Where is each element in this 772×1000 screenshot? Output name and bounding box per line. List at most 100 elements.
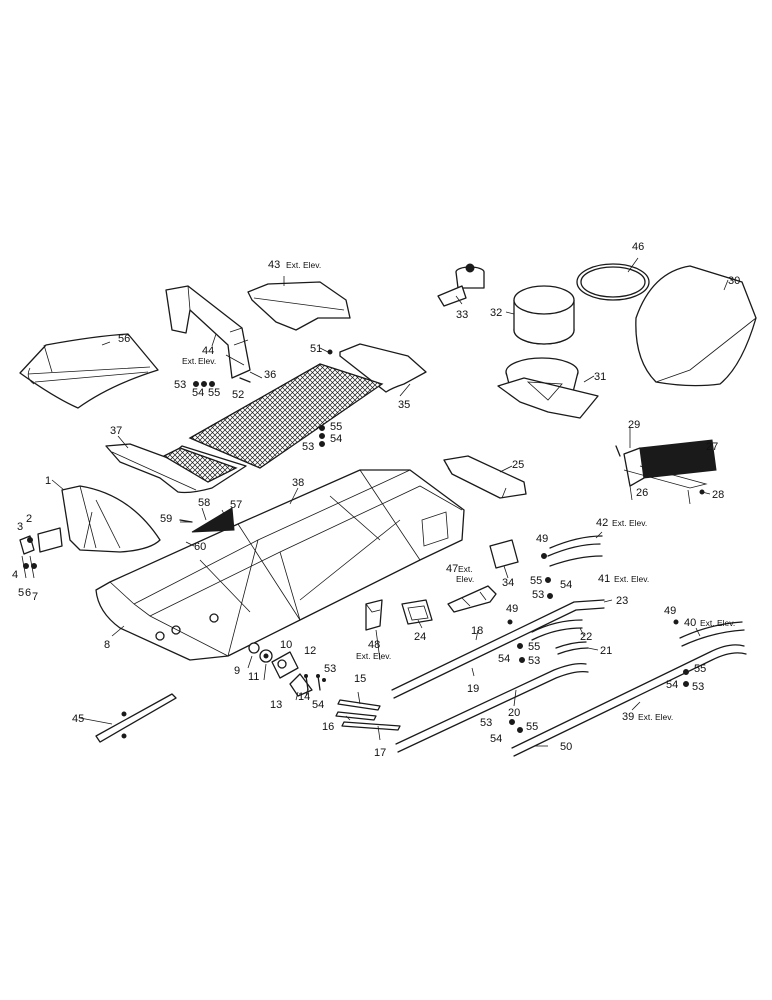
callout-55-rail-lower: 55 <box>526 721 538 733</box>
part-22-curved-rail <box>531 619 583 641</box>
callout-30: 30 <box>728 275 740 287</box>
callout-43: 43 <box>268 259 280 271</box>
part-38-main-frame <box>95 469 465 661</box>
callout-2: 2 <box>26 513 32 525</box>
callout-16: 16 <box>322 721 334 733</box>
callout-22: 22 <box>580 631 592 643</box>
part-18-19-23-long-rail <box>391 599 605 699</box>
part-32-cylinder-ring <box>513 285 575 345</box>
callout-36: 36 <box>264 369 276 381</box>
ext-elev-47-line1: Ext. <box>458 564 473 574</box>
callout-33: 33 <box>456 309 468 321</box>
part-56-apron-sheet <box>19 333 159 409</box>
callout-52: 52 <box>232 389 244 401</box>
ext-elev-47-line2: Elev. <box>456 574 474 584</box>
part-35-hood-panel <box>339 343 427 393</box>
callout-57: 57 <box>230 499 242 511</box>
part-45-rod <box>95 693 177 743</box>
callout-10: 10 <box>280 639 292 651</box>
callout-17: 17 <box>374 747 386 759</box>
callout-12: 12 <box>304 645 316 657</box>
callout-11: 11 <box>248 671 259 683</box>
callout-20: 20 <box>508 707 520 719</box>
part-36-mesh-screen <box>188 363 384 469</box>
callout-38: 38 <box>292 477 304 489</box>
callout-13: 13 <box>270 699 282 711</box>
ext-elev-48: Ext. Elev. <box>356 651 391 661</box>
callout-5: 5 <box>18 587 24 599</box>
callout-47: 47 <box>446 563 458 575</box>
part-13-triangle-bracket <box>289 673 313 697</box>
part-39-40-extension-rail <box>511 621 747 757</box>
part-57-wedge-plate <box>179 507 235 533</box>
callout-54-rail-lower: 54 <box>490 733 502 745</box>
callout-19: 19 <box>467 683 479 695</box>
callout-32: 32 <box>490 307 502 319</box>
callout-54-rail-middle: 54 <box>498 653 510 665</box>
callout-8: 8 <box>104 639 110 651</box>
callout-49a: 49 <box>536 533 548 545</box>
callout-53-top: 53 <box>174 379 186 391</box>
callout-18: 18 <box>471 625 483 637</box>
callout-53-extension: 53 <box>692 681 704 693</box>
callout-14: 14 <box>298 691 310 703</box>
part-1-side-cowl <box>61 485 161 553</box>
parts-drawing <box>19 263 757 757</box>
callout-42: 42 <box>596 517 608 529</box>
part-21-short-rail <box>555 641 589 655</box>
ext-elev-41: Ext. Elev. <box>614 574 649 584</box>
callout-29: 29 <box>628 419 640 431</box>
ext-elev-labels: Ext. Elev. Ext. Elev. Ext. Elev. Ext. El… <box>182 260 735 722</box>
part-30-hopper-bag <box>635 265 757 387</box>
callout-49c: 49 <box>664 605 676 617</box>
callout-53-rail-lower: 53 <box>480 717 492 729</box>
callout-9: 9 <box>234 665 240 677</box>
callout-53-rail-middle: 53 <box>528 655 540 667</box>
callout-54-top: 54 <box>192 387 204 399</box>
callout-53-hardware: 53 <box>324 663 336 675</box>
callout-51: 51 <box>310 343 322 355</box>
callout-55-mesh: 55 <box>330 421 342 433</box>
callout-27: 27 <box>706 441 718 453</box>
callout-48: 48 <box>368 639 380 651</box>
callout-15: 15 <box>354 673 366 685</box>
part-26-27-rear-grate <box>615 439 717 505</box>
callout-23: 23 <box>616 595 628 607</box>
callout-54-rail-upper: 54 <box>560 579 572 591</box>
callout-34: 34 <box>502 577 514 589</box>
part-20-long-rail <box>395 662 589 753</box>
part-24-square-plate <box>401 599 433 625</box>
callout-54-hardware: 54 <box>312 699 324 711</box>
part-14-bolts <box>304 674 321 691</box>
callout-25: 25 <box>512 459 524 471</box>
callout-21: 21 <box>600 645 612 657</box>
callout-55-rail-middle: 55 <box>528 641 540 653</box>
callout-59: 59 <box>160 513 172 525</box>
callout-53-rail-upper: 53 <box>532 589 544 601</box>
callout-39: 39 <box>622 711 634 723</box>
callout-26: 26 <box>636 487 648 499</box>
part-25-cross-bracket <box>443 455 527 499</box>
part-47-bracket <box>447 585 497 613</box>
part-37-grid-plate <box>105 443 247 494</box>
callout-31: 31 <box>594 371 606 383</box>
callout-24: 24 <box>414 631 426 643</box>
callout-53-mesh: 53 <box>302 441 314 453</box>
callout-44: 44 <box>202 345 214 357</box>
callout-28: 28 <box>712 489 724 501</box>
callout-46: 46 <box>632 241 644 253</box>
callout-leader-lines <box>51 257 729 747</box>
callout-60: 60 <box>194 541 206 553</box>
part-44-side-bracket <box>165 285 251 383</box>
callout-37: 37 <box>110 425 122 437</box>
part-48-bracket <box>365 599 383 631</box>
ext-elev-40: Ext. Elev. <box>700 618 735 628</box>
callout-49b: 49 <box>506 603 518 615</box>
callout-55-top: 55 <box>208 387 220 399</box>
part-34-square-plate <box>489 539 519 569</box>
part-9-12-hardware <box>248 642 299 679</box>
callout-54-extension: 54 <box>666 679 678 691</box>
ext-elev-42: Ext. Elev. <box>612 518 647 528</box>
callout-54-mesh: 54 <box>330 433 342 445</box>
